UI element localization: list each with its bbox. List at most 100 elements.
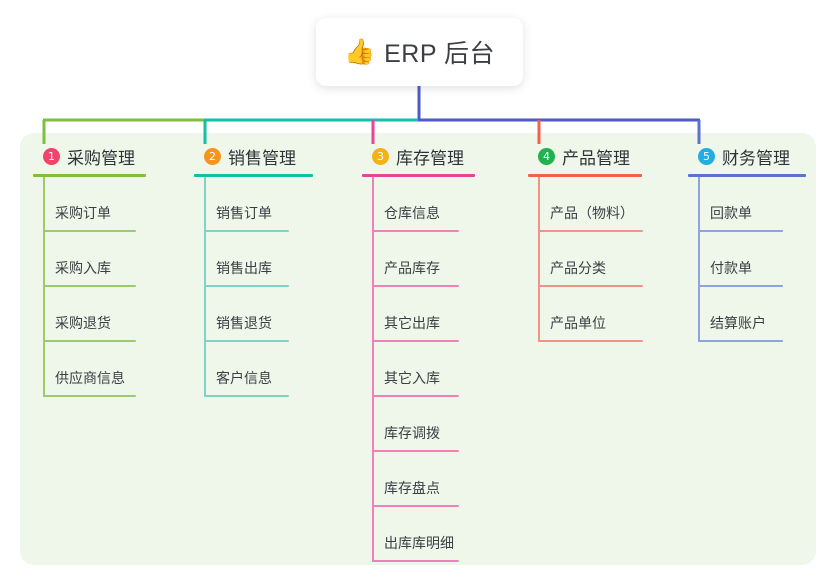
leaf-item-label: 采购订单 [55, 205, 111, 221]
leaf-item-label: 其它出库 [384, 315, 440, 331]
branch-badge-5: 5 [698, 147, 715, 165]
leaf-item[interactable]: 产品分类 [528, 232, 643, 287]
leaf-item[interactable]: 付款单 [688, 232, 806, 287]
leaf-item[interactable]: 销售退货 [194, 287, 313, 342]
branch-header-3[interactable]: 3 库存管理 [362, 144, 475, 168]
branch-title-4: 产品管理 [562, 148, 630, 168]
root-node[interactable]: 👍 ERP 后台 [316, 18, 523, 86]
branch-underline-5 [688, 174, 806, 177]
branch-column-4: 4 产品管理产品（物料） 产品分类产品单位 [528, 144, 643, 342]
leaf-item[interactable]: 其它入库 [362, 342, 475, 397]
branch-header-5[interactable]: 5 财务管理 [688, 144, 806, 168]
leaf-list-3: 仓库信息产品库存其它出库其它入库库存调拨库存盘点出库库明细 [362, 177, 475, 562]
leaf-item-label: 库存盘点 [384, 480, 440, 496]
leaf-item[interactable]: 采购退货 [33, 287, 146, 342]
leaf-item-label: 回款单 [710, 205, 752, 221]
leaf-item[interactable]: 产品（物料） [528, 177, 643, 232]
branch-badge-4: 4 [538, 147, 555, 165]
leaf-item[interactable]: 其它出库 [362, 287, 475, 342]
leaf-item-label: 产品（物料） [550, 205, 634, 221]
branch-spine-1 [43, 177, 45, 397]
leaf-item-label: 客户信息 [216, 370, 272, 386]
branch-column-1: 1 采购管理采购订单采购入库采购退货供应商信息 [33, 144, 146, 397]
branch-spine-2 [204, 177, 206, 397]
leaf-item-underline [44, 285, 136, 287]
leaf-item-label: 付款单 [710, 260, 752, 276]
leaf-item-label: 库存调拨 [384, 425, 440, 441]
leaf-item-underline [699, 285, 783, 287]
leaf-item-label: 出库库明细 [384, 535, 454, 551]
leaf-item-underline [373, 230, 459, 232]
branch-underline-3 [362, 174, 475, 177]
leaf-item[interactable]: 采购订单 [33, 177, 146, 232]
branch-underline-4 [528, 174, 642, 177]
leaf-item[interactable]: 销售出库 [194, 232, 313, 287]
leaf-item-underline [373, 450, 459, 452]
leaf-item[interactable]: 库存调拨 [362, 397, 475, 452]
leaf-item[interactable]: 出库库明细 [362, 507, 475, 562]
leaf-item-underline [373, 505, 459, 507]
leaf-list-4: 产品（物料） 产品分类产品单位 [528, 177, 643, 342]
leaf-item[interactable]: 供应商信息 [33, 342, 146, 397]
leaf-item[interactable]: 采购入库 [33, 232, 146, 287]
leaf-item-underline [205, 340, 289, 342]
leaf-item-underline [373, 395, 459, 397]
leaf-item[interactable]: 库存盘点 [362, 452, 475, 507]
leaf-item-label: 产品分类 [550, 260, 606, 276]
leaf-item-label: 产品库存 [384, 260, 440, 276]
leaf-item[interactable]: 仓库信息 [362, 177, 475, 232]
leaf-list-1: 采购订单采购入库采购退货供应商信息 [33, 177, 146, 397]
leaf-list-2: 销售订单销售出库销售退货客户信息 [194, 177, 313, 397]
branch-title-2: 销售管理 [228, 148, 296, 168]
branch-title-5: 财务管理 [722, 148, 790, 168]
leaf-item-label: 供应商信息 [55, 370, 125, 386]
leaf-item-underline [205, 395, 289, 397]
branch-header-1[interactable]: 1 采购管理 [33, 144, 146, 168]
leaf-item-underline [373, 340, 459, 342]
leaf-item-label: 其它入库 [384, 370, 440, 386]
leaf-item[interactable]: 销售订单 [194, 177, 313, 232]
leaf-item-underline [44, 230, 136, 232]
leaf-item-label: 销售订单 [216, 205, 272, 221]
leaf-item-underline [205, 230, 289, 232]
branch-underline-1 [33, 174, 146, 177]
branch-header-4[interactable]: 4 产品管理 [528, 144, 642, 168]
leaf-item-underline [373, 285, 459, 287]
leaf-item[interactable]: 产品单位 [528, 287, 643, 342]
leaf-item-underline [539, 230, 643, 232]
leaf-item-label: 结算账户 [710, 315, 766, 331]
leaf-item-underline [699, 230, 783, 232]
branch-badge-3: 3 [372, 147, 389, 165]
branch-title-3: 库存管理 [396, 148, 464, 168]
leaf-list-5: 回款单付款单结算账户 [688, 177, 806, 342]
leaf-item-label: 采购入库 [55, 260, 111, 276]
leaf-item-underline [44, 340, 136, 342]
leaf-item-underline [373, 560, 459, 562]
branch-spine-5 [698, 177, 700, 342]
leaf-item-label: 销售退货 [216, 315, 272, 331]
leaf-item-underline [539, 285, 643, 287]
leaf-item-underline [205, 285, 289, 287]
leaf-item-label: 采购退货 [55, 315, 111, 331]
leaf-item[interactable]: 回款单 [688, 177, 806, 232]
branch-spine-3 [372, 177, 374, 562]
branch-spine-4 [538, 177, 540, 342]
leaf-item[interactable]: 客户信息 [194, 342, 313, 397]
branch-badge-1: 1 [43, 147, 60, 165]
leaf-item-label: 产品单位 [550, 315, 606, 331]
branch-underline-2 [194, 174, 313, 177]
leaf-item-underline [44, 395, 136, 397]
branch-title-1: 采购管理 [67, 148, 135, 168]
leaf-item-underline [699, 340, 783, 342]
root-node-title: ERP 后台 [384, 40, 496, 68]
thumbs-up-icon: 👍 [343, 37, 376, 66]
leaf-item-underline [539, 340, 643, 342]
leaf-item[interactable]: 结算账户 [688, 287, 806, 342]
leaf-item[interactable]: 产品库存 [362, 232, 475, 287]
branch-column-3: 3 库存管理仓库信息产品库存其它出库其它入库库存调拨库存盘点出库库明细 [362, 144, 475, 562]
content-panel [20, 133, 816, 565]
root-node-content: 👍 ERP 后台 [344, 34, 495, 70]
